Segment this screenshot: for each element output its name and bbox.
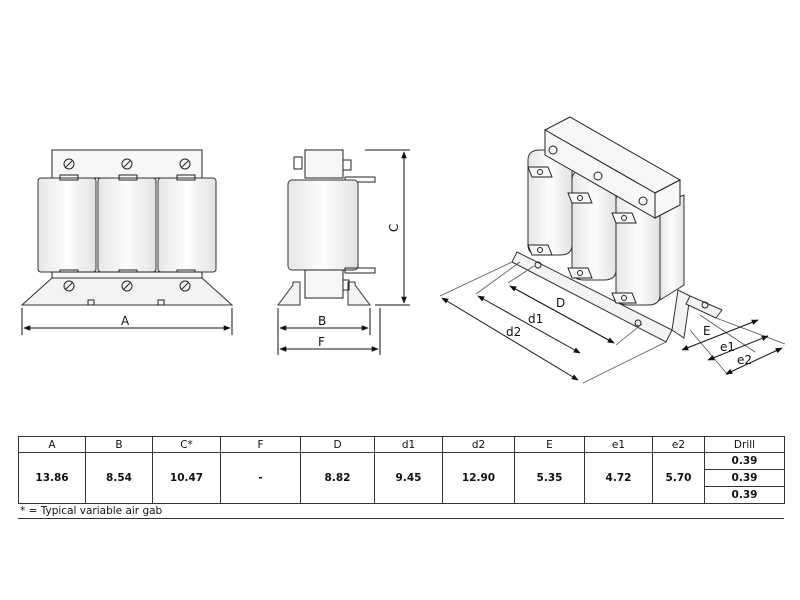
isometric-view: D d1 d2 E e1 e2 bbox=[439, 116, 786, 384]
side-foot-right bbox=[347, 281, 371, 306]
label-e1: e1 bbox=[720, 340, 735, 354]
header-cell: A bbox=[18, 436, 86, 453]
label-A: A bbox=[121, 314, 130, 328]
value-e2: 5.70 bbox=[652, 452, 705, 504]
header-cell: Drill bbox=[704, 436, 785, 453]
side-top-clamp bbox=[304, 149, 344, 179]
footnote-divider bbox=[18, 518, 784, 519]
header-cell: C* bbox=[152, 436, 221, 453]
label-d1: d1 bbox=[528, 312, 543, 326]
value-B: 8.54 bbox=[85, 452, 153, 504]
drill-value-2: 0.39 bbox=[704, 469, 785, 487]
header-cell: d1 bbox=[374, 436, 443, 453]
value-C: 10.47 bbox=[152, 452, 221, 504]
value-d1: 9.45 bbox=[374, 452, 443, 504]
label-d2: d2 bbox=[506, 325, 521, 339]
dimension-table: A B C* F D d1 d2 E e1 e2 Drill 13.86 8.5… bbox=[18, 436, 785, 504]
value-F: - bbox=[220, 452, 301, 504]
dim-E-line bbox=[681, 319, 759, 351]
label-e2: e2 bbox=[737, 353, 752, 367]
side-view: C B F bbox=[277, 149, 410, 355]
table-header-row: A B C* F D d1 d2 E e1 e2 Drill bbox=[18, 436, 785, 453]
header-cell: d2 bbox=[442, 436, 515, 453]
value-d2: 12.90 bbox=[442, 452, 515, 504]
header-cell: E bbox=[514, 436, 585, 453]
table-row: 13.86 8.54 10.47 - 8.82 9.45 12.90 5.35 … bbox=[18, 452, 785, 504]
value-E: 5.35 bbox=[514, 452, 585, 504]
coil-2 bbox=[97, 177, 157, 273]
dim-d2-line bbox=[441, 297, 579, 381]
iso-top-clamp bbox=[543, 116, 682, 219]
bottom-screws bbox=[63, 280, 191, 292]
bottom-clamp bbox=[51, 271, 203, 279]
drill-value-3: 0.39 bbox=[704, 486, 785, 504]
label-E: E bbox=[703, 324, 711, 338]
value-A: 13.86 bbox=[18, 452, 86, 504]
iso-terminals bbox=[527, 166, 709, 327]
label-B: B bbox=[318, 314, 326, 328]
label-D: D bbox=[556, 296, 565, 310]
technical-drawing: A C B F bbox=[20, 116, 786, 384]
label-F: F bbox=[318, 335, 325, 349]
header-cell: F bbox=[220, 436, 301, 453]
side-bottom-clamp bbox=[304, 269, 344, 299]
label-C: C bbox=[387, 224, 401, 232]
footnote: * = Typical variable air gab bbox=[20, 505, 163, 517]
front-view: A bbox=[20, 149, 234, 335]
header-cell: D bbox=[300, 436, 375, 453]
header-cell: B bbox=[85, 436, 153, 453]
value-D: 8.82 bbox=[300, 452, 375, 504]
side-foot-left bbox=[277, 281, 301, 306]
header-cell: e1 bbox=[584, 436, 653, 453]
header-cell: e2 bbox=[652, 436, 705, 453]
dim-e2-line bbox=[725, 347, 783, 375]
top-screws bbox=[63, 158, 191, 170]
value-e1: 4.72 bbox=[584, 452, 653, 504]
drill-value-1: 0.39 bbox=[704, 452, 785, 470]
table-row: 0.39 bbox=[19, 486, 785, 504]
coil-3 bbox=[157, 177, 217, 273]
side-coil bbox=[287, 179, 359, 271]
coil-1 bbox=[37, 177, 97, 273]
